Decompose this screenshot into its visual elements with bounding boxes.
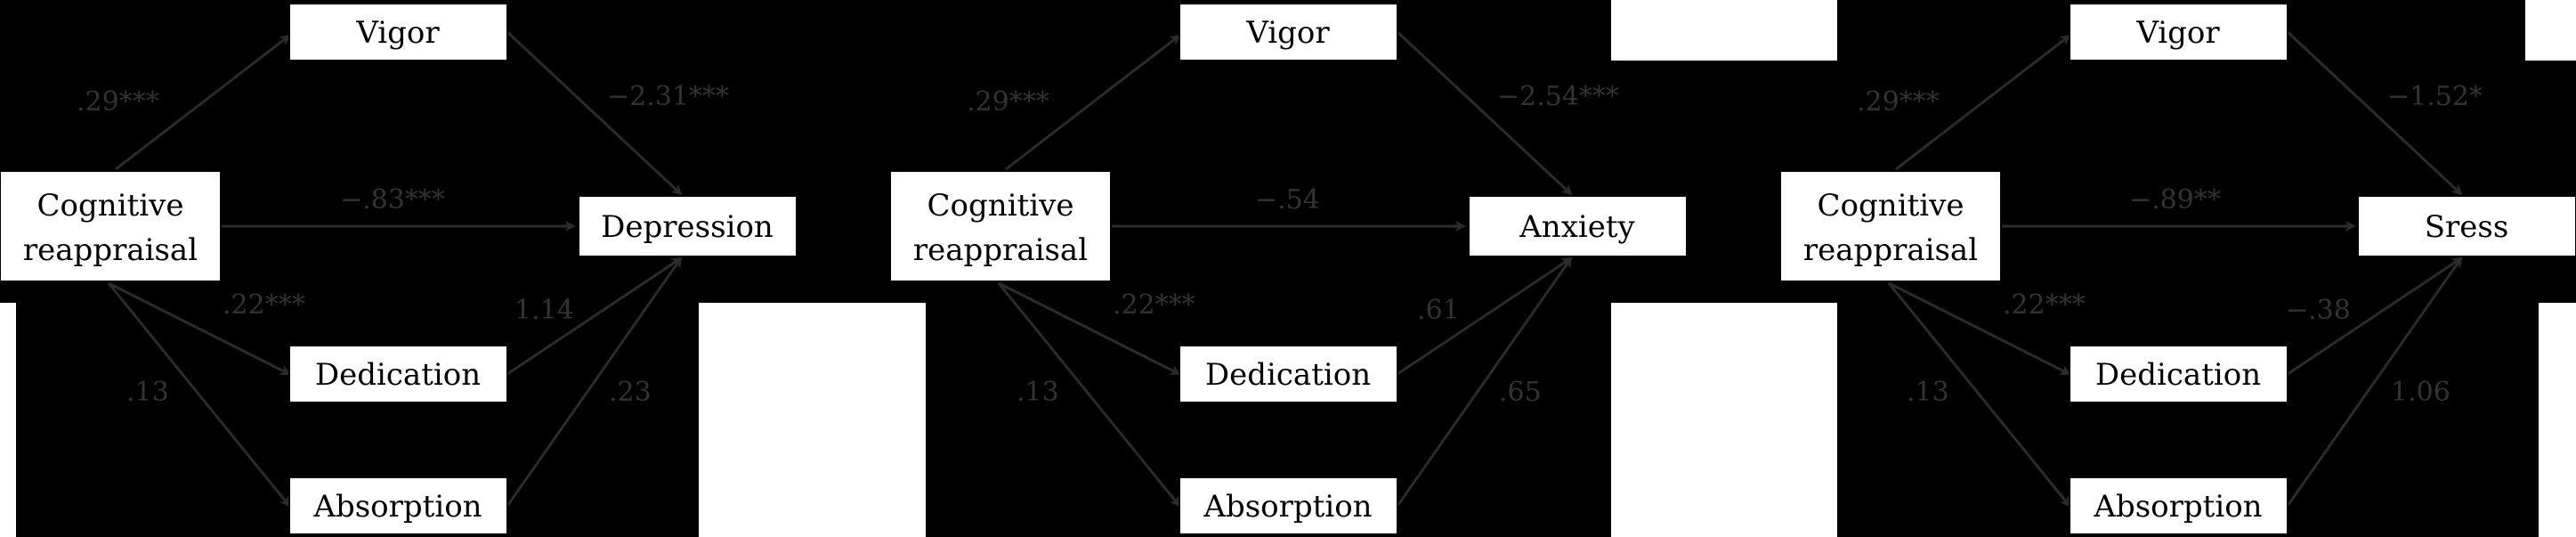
panel-stress: Cognitive reappraisal Vigor Dedication A… <box>1779 3 2576 535</box>
label-predictor-absorption: .13 <box>126 377 169 408</box>
edge-absorption-outcome <box>1396 256 1573 507</box>
edge-vigor-outcome <box>506 30 683 196</box>
edge-vigor-outcome <box>2286 30 2463 196</box>
node-predictor-line1: Cognitive <box>37 188 184 224</box>
panel-anxiety: Cognitive reappraisal Vigor Dedication A… <box>889 3 1688 535</box>
node-outcome-box <box>2357 195 2576 257</box>
node-vigor-label: Vigor <box>1245 15 1330 51</box>
node-dedication-box <box>2069 345 2288 403</box>
node-absorption-box <box>1179 476 1398 535</box>
node-predictor-line2: reappraisal <box>913 232 1088 268</box>
label-dedication-outcome: 1.14 <box>514 295 574 326</box>
edge-absorption-outcome <box>2286 256 2463 507</box>
label-vigor-outcome: −2.54*** <box>1497 81 1619 112</box>
edge-dedication-outcome <box>2287 256 2463 376</box>
label-direct: −.54 <box>1255 184 1320 216</box>
node-vigor-box <box>2069 3 2288 61</box>
label-predictor-dedication: .22*** <box>223 289 305 321</box>
label-direct: −.83*** <box>340 184 445 216</box>
edge-dedication-outcome <box>506 256 683 376</box>
node-dedication-label: Dedication <box>315 357 481 393</box>
node-vigor-label: Vigor <box>355 15 440 51</box>
edge-predictor-dedication <box>1888 281 2071 376</box>
node-predictor-box <box>0 170 222 282</box>
node-outcome-label: Anxiety <box>1519 209 1635 245</box>
edge-absorption-outcome <box>506 256 683 507</box>
node-absorption-label: Absorption <box>2093 489 2262 525</box>
node-outcome-label: Sress <box>2425 209 2509 245</box>
edge-dedication-outcome <box>1397 256 1573 376</box>
background-panel <box>1611 303 1837 537</box>
node-vigor-box <box>288 3 508 61</box>
background-panel <box>1611 0 1837 61</box>
node-predictor-box <box>1779 170 2002 282</box>
label-predictor-vigor: .29*** <box>77 86 159 118</box>
edge-vigor-outcome <box>1396 30 1573 196</box>
background-panel <box>699 303 926 537</box>
label-direct: −.89** <box>2129 184 2221 216</box>
label-predictor-vigor: .29*** <box>967 86 1049 118</box>
background-panel <box>2525 0 2576 61</box>
edge-predictor-vigor <box>1005 34 1181 171</box>
node-absorption-label: Absorption <box>1203 489 1372 525</box>
node-vigor-box <box>1179 3 1398 61</box>
label-vigor-outcome: −2.31*** <box>607 81 729 112</box>
label-absorption-outcome: .23 <box>609 377 652 408</box>
label-dedication-outcome: .61 <box>1417 295 1460 326</box>
node-outcome-box <box>1468 195 1688 257</box>
edge-predictor-vigor <box>1895 34 2071 171</box>
node-dedication-box <box>288 345 508 403</box>
label-predictor-dedication: .22*** <box>2003 289 2086 321</box>
panel-depression: Cognitive reappraisal Vigor Dedication A… <box>0 3 798 535</box>
node-absorption-box <box>288 476 508 535</box>
label-dedication-outcome: −.38 <box>2286 295 2351 326</box>
node-outcome-label: Depression <box>601 209 774 245</box>
node-absorption-box <box>2069 476 2288 535</box>
label-predictor-absorption: .13 <box>1907 377 1949 408</box>
label-predictor-absorption: .13 <box>1017 377 1059 408</box>
node-dedication-label: Dedication <box>2095 357 2261 393</box>
node-outcome-box <box>578 195 798 257</box>
background-panel <box>0 303 16 537</box>
node-predictor-box <box>889 170 1112 282</box>
edge-predictor-dedication <box>998 281 1181 376</box>
node-dedication-box <box>1179 345 1398 403</box>
node-absorption-label: Absorption <box>312 489 482 525</box>
edge-predictor-absorption <box>997 282 1181 508</box>
node-dedication-label: Dedication <box>1205 357 1371 393</box>
node-predictor-line1: Cognitive <box>928 188 1074 224</box>
edge-predictor-vigor <box>115 34 291 171</box>
edge-predictor-absorption <box>107 282 291 508</box>
label-vigor-outcome: −1.52* <box>2387 81 2483 112</box>
node-vigor-label: Vigor <box>2135 15 2220 51</box>
label-predictor-vigor: .29*** <box>1857 86 1940 118</box>
label-absorption-outcome: 1.06 <box>2391 377 2450 408</box>
label-predictor-dedication: .22*** <box>1113 289 1195 321</box>
edge-predictor-dedication <box>108 281 291 376</box>
background-panel <box>2539 303 2576 537</box>
label-absorption-outcome: .65 <box>1499 377 1542 408</box>
edge-predictor-absorption <box>1887 282 2071 508</box>
node-predictor-line2: reappraisal <box>23 232 198 268</box>
node-predictor-line2: reappraisal <box>1803 232 1978 268</box>
node-predictor-line1: Cognitive <box>1818 188 1964 224</box>
